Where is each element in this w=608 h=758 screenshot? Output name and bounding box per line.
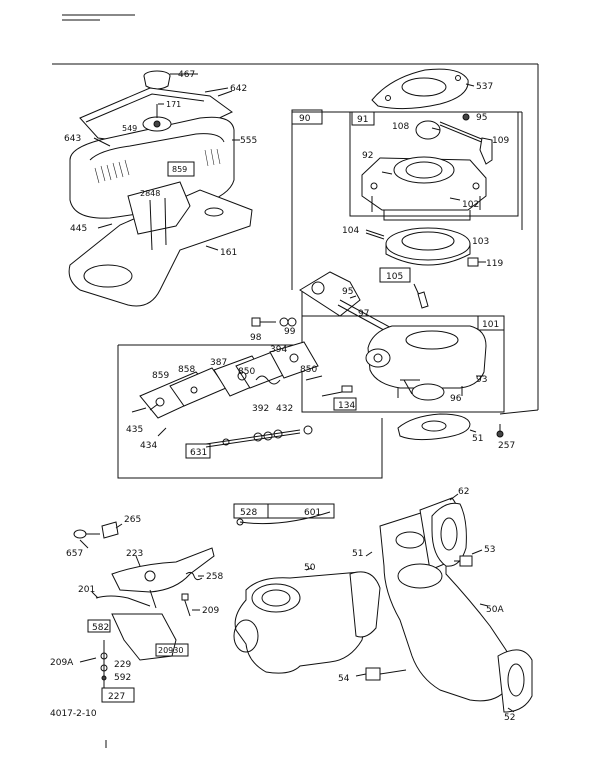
label-92: 92 bbox=[362, 151, 373, 161]
label-582: 582 bbox=[92, 623, 109, 633]
screw-119 bbox=[467, 257, 486, 267]
label-435: 435 bbox=[126, 425, 143, 435]
label-53: 53 bbox=[484, 545, 495, 555]
top-mark bbox=[62, 14, 135, 21]
label-90: 90 bbox=[299, 114, 311, 124]
label-119: 119 bbox=[486, 259, 503, 269]
label-99: 99 bbox=[284, 327, 296, 337]
air-cleaner-assembly bbox=[68, 70, 253, 307]
label-387: 387 bbox=[210, 358, 227, 368]
throttle-shaft bbox=[415, 113, 493, 165]
label-96: 96 bbox=[450, 394, 462, 404]
label-859-top: 859 bbox=[172, 165, 187, 174]
label-95-mid: 95 bbox=[342, 287, 353, 297]
label-631: 631 bbox=[190, 448, 207, 458]
label-109: 109 bbox=[492, 136, 509, 146]
label-432: 432 bbox=[276, 404, 293, 414]
label-434: 434 bbox=[140, 441, 157, 451]
label-392: 392 bbox=[252, 404, 269, 414]
label-858: 858 bbox=[178, 365, 195, 375]
bracket-209a bbox=[87, 613, 189, 703]
label-209a: 209A bbox=[50, 658, 74, 668]
label-445: 445 bbox=[70, 224, 87, 234]
label-161: 161 bbox=[220, 248, 237, 258]
label-101: 101 bbox=[482, 320, 499, 330]
float-103 bbox=[365, 227, 471, 266]
label-51-bottom: 51 bbox=[352, 549, 363, 559]
label-592: 592 bbox=[114, 673, 131, 683]
label-643: 643 bbox=[64, 134, 81, 144]
screw-209 bbox=[181, 593, 191, 617]
label-850-right: 850 bbox=[300, 365, 317, 375]
label-102: 102 bbox=[462, 200, 479, 210]
label-50a: 50A bbox=[486, 605, 504, 615]
label-97: 97 bbox=[358, 309, 369, 319]
label-62: 62 bbox=[458, 487, 469, 497]
label-394: 394 bbox=[270, 345, 287, 355]
box-91: 91 bbox=[349, 111, 519, 217]
screw-53 bbox=[454, 555, 473, 567]
label-2848: 2848 bbox=[140, 189, 160, 198]
label-555: 555 bbox=[240, 136, 257, 146]
manifold-50 bbox=[233, 571, 381, 674]
screws-98-99 bbox=[251, 317, 297, 327]
label-859: 859 bbox=[152, 371, 169, 381]
diaphragm-kit bbox=[131, 341, 357, 459]
assembly-frame bbox=[52, 63, 539, 415]
part-tag: 20930 bbox=[158, 646, 183, 655]
label-105: 105 bbox=[386, 272, 403, 282]
label-528: 528 bbox=[240, 508, 257, 518]
label-229: 229 bbox=[114, 660, 131, 670]
label-108: 108 bbox=[392, 122, 409, 132]
lever-223 bbox=[111, 547, 215, 609]
cable-528-601 bbox=[233, 503, 335, 526]
gasket-537 bbox=[371, 68, 469, 110]
needle-105 bbox=[379, 267, 429, 309]
leader-lines bbox=[79, 73, 515, 713]
label-54: 54 bbox=[338, 674, 350, 684]
label-258: 258 bbox=[206, 572, 223, 582]
carburetor-lower-body bbox=[299, 271, 487, 401]
label-98: 98 bbox=[250, 333, 262, 343]
label-642: 642 bbox=[230, 84, 247, 94]
label-601: 601 bbox=[304, 508, 321, 518]
label-265: 265 bbox=[124, 515, 141, 525]
label-93: 93 bbox=[476, 375, 487, 385]
label-657: 657 bbox=[66, 549, 83, 559]
label-95-top: 95 bbox=[476, 113, 487, 123]
screw-657 bbox=[73, 521, 119, 539]
label-50: 50 bbox=[304, 563, 316, 573]
diagram-code: 4017-2-10 bbox=[50, 709, 97, 719]
link-201 bbox=[95, 595, 151, 607]
label-104: 104 bbox=[342, 226, 359, 236]
label-227: 227 bbox=[108, 692, 125, 702]
gasket-51-top bbox=[397, 413, 504, 441]
label-223: 223 bbox=[126, 549, 143, 559]
label-467: 467 bbox=[178, 70, 195, 80]
label-201: 201 bbox=[78, 585, 95, 595]
box-kit bbox=[117, 290, 383, 479]
label-209: 209 bbox=[202, 606, 219, 616]
label-52: 52 bbox=[504, 713, 515, 723]
label-537: 537 bbox=[476, 82, 493, 92]
label-549: 549 bbox=[122, 124, 137, 133]
label-103: 103 bbox=[472, 237, 489, 247]
carburetor-body-92 bbox=[361, 156, 487, 221]
screw-54 bbox=[365, 667, 407, 681]
part-labels: 467 642 171 549 643 555 859 2848 445 161… bbox=[50, 70, 515, 723]
spring-258 bbox=[185, 571, 203, 581]
label-257: 257 bbox=[498, 441, 515, 451]
label-171: 171 bbox=[166, 100, 181, 109]
label-850-left: 850 bbox=[238, 367, 255, 377]
label-91: 91 bbox=[357, 115, 368, 125]
label-51-top: 51 bbox=[472, 434, 483, 444]
label-134: 134 bbox=[338, 401, 355, 411]
gasket-62 bbox=[431, 502, 467, 567]
